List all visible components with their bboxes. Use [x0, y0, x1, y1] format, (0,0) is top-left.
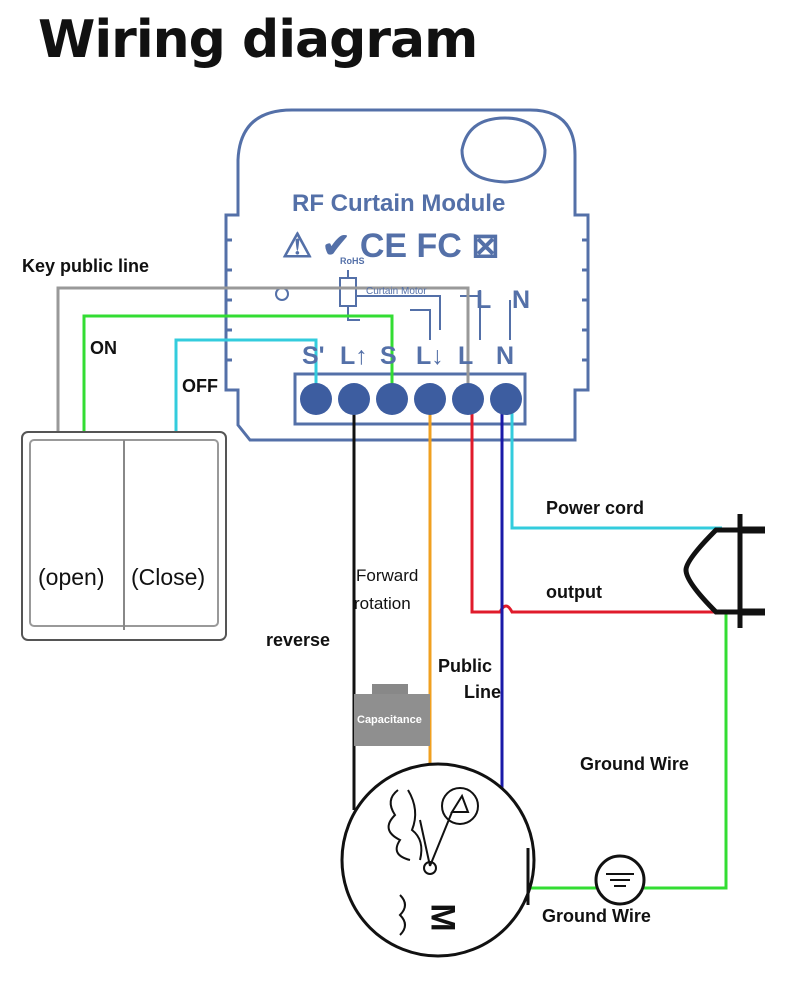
label-output: output: [546, 582, 602, 602]
wire-gray-key-public: [56, 286, 470, 432]
label-line: Line: [464, 682, 502, 702]
label-public: Public: [438, 656, 493, 676]
terminal-label-s: S: [380, 342, 397, 370]
label-rotation: rotation: [354, 594, 411, 613]
label-on: ON: [90, 338, 117, 358]
terminal-label-l: L: [458, 342, 474, 370]
certification-marks: ⚠ ✔ CE FC ⊠: [282, 227, 500, 265]
relay-symbol: [339, 277, 357, 307]
capacitor-icon: [354, 684, 430, 746]
ground-symbol-small: [275, 287, 289, 301]
motor-label: M: [423, 903, 462, 932]
terminal-screws: [300, 383, 522, 415]
label-power-cord: Power cord: [546, 498, 645, 518]
module-small-label: Curtain Motor: [366, 286, 427, 297]
label-reverse: reverse: [266, 630, 331, 650]
switch-close-label: (Close): [131, 564, 206, 590]
motor-icon: [340, 762, 536, 958]
terminal-s: [376, 383, 408, 415]
wire-green-ground: [644, 612, 728, 890]
rohs-label: RoHS: [340, 256, 365, 266]
wire-cyan-off: [174, 338, 318, 432]
wire-red-output: [470, 400, 726, 614]
terminal-n: [490, 383, 522, 415]
switch-open-label: (open): [38, 564, 105, 590]
label-forward: Forward: [356, 566, 419, 585]
label-off: OFF: [182, 376, 218, 396]
label-ground-wire-right: Ground Wire: [580, 754, 689, 774]
module-traces: [275, 270, 511, 340]
terminal-block: [293, 372, 527, 426]
module-top-label-n: N: [512, 286, 531, 314]
module-top-label-l: L: [476, 286, 492, 314]
wire-cyan-power: [510, 400, 722, 530]
label-ground-wire-bottom: Ground Wire: [542, 906, 651, 926]
power-plug-icon: [683, 514, 765, 628]
terminal-label-l-up: L↑: [340, 342, 368, 370]
terminal-label-s-prime: S': [302, 342, 325, 370]
terminal-l-down: [414, 383, 446, 415]
terminal-l: [452, 383, 484, 415]
terminal-label-l-down: L↓: [416, 342, 444, 370]
page-title: Wiring diagram: [38, 10, 478, 70]
wire-green-on: [82, 314, 394, 432]
terminal-s-prime: [300, 383, 332, 415]
label-capacitance: Capacitance: [357, 714, 422, 726]
terminal-l-up: [338, 383, 370, 415]
label-key-public-line: Key public line: [22, 256, 150, 276]
terminal-label-n: N: [496, 342, 515, 370]
wall-switch: [21, 431, 227, 641]
module-name: RF Curtain Module: [292, 190, 506, 217]
rf-module-body: [224, 108, 590, 442]
ground-symbol-icon: [594, 854, 646, 906]
